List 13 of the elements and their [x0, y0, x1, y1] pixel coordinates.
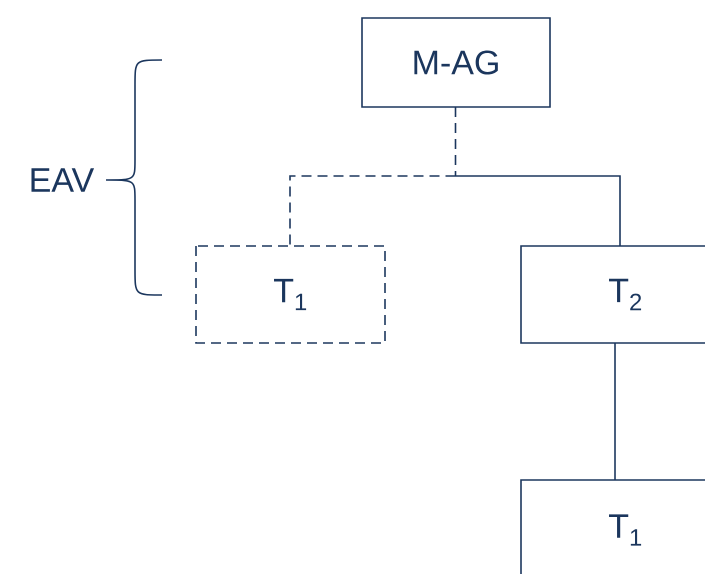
- box: [520, 479, 705, 574]
- box-text: T$_{1}$: [609, 514, 642, 546]
- box-text: T$_{2}$: [609, 278, 642, 310]
- label: EAV: [31, 168, 94, 192]
- connector-line: [289, 175, 456, 246]
- connector-line: [614, 343, 616, 480]
- box: [520, 245, 705, 344]
- box: [361, 17, 551, 108]
- box-text: T$_{1}$: [274, 278, 306, 310]
- connector-line: [456, 175, 621, 246]
- box: [195, 245, 386, 344]
- connector-line: [454, 107, 456, 176]
- box-text: M-AG: [414, 50, 498, 75]
